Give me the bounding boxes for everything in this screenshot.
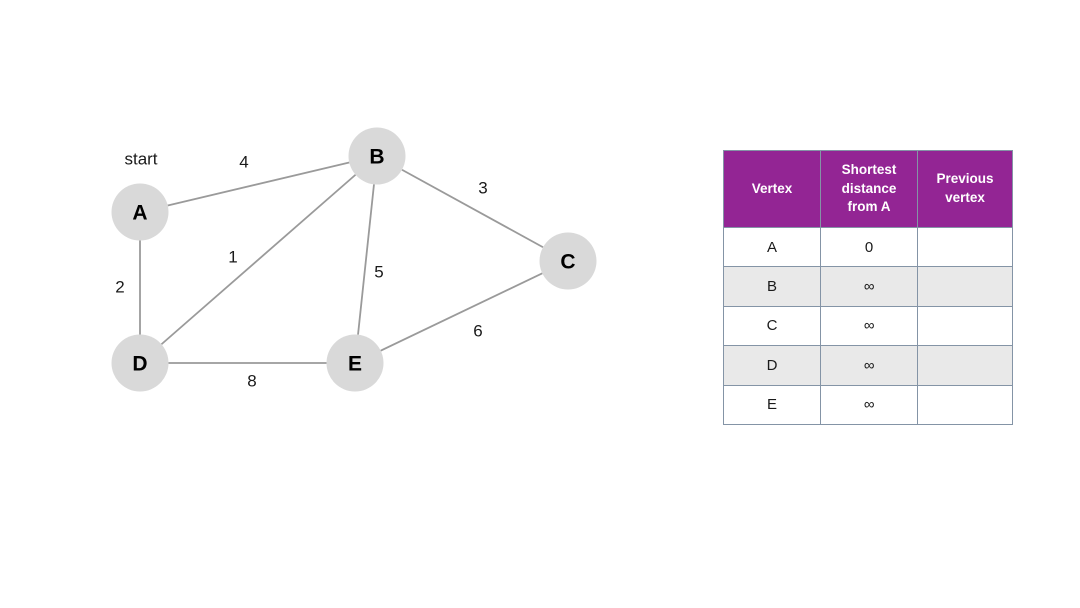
cell-distance-b: ∞ (820, 266, 918, 307)
edge-weight-b-d: 1 (228, 248, 237, 267)
cell-previous-e (917, 384, 1013, 425)
node-circle-e (326, 334, 384, 392)
edge-weight-a-b: 4 (239, 153, 248, 172)
node-circle-a (111, 183, 169, 241)
graph-edge-b-d (160, 174, 357, 345)
table-row: B∞ (723, 266, 1013, 307)
node-circle-b (348, 127, 406, 185)
nodes-group: A B C D E (111, 127, 597, 392)
table-header-row: Vertex Shortest distance from A Previous… (723, 150, 1013, 228)
node-circle-c (539, 232, 597, 290)
column-header-vertex: Vertex (723, 150, 821, 228)
edge-weight-d-e: 8 (247, 372, 256, 391)
column-header-previous-vertex: Previous vertex (917, 150, 1013, 228)
graph-edge-a-b (167, 161, 350, 207)
graph-node-c[interactable]: C (539, 232, 597, 290)
cell-previous-a (917, 226, 1013, 268)
graph-node-b[interactable]: B (348, 127, 406, 185)
graph-edge-b-c (401, 168, 544, 249)
cell-vertex-e: E (723, 384, 821, 425)
table-row: E∞ (723, 384, 1013, 425)
graph-canvas: 4 2 1 5 3 6 8 A B C D E start (111, 127, 597, 392)
node-label-a: A (132, 202, 147, 225)
table-row: D∞ (723, 345, 1013, 386)
edge-weight-a-d: 2 (115, 278, 124, 297)
edges-group (139, 161, 544, 364)
graph-panel: 4 2 1 5 3 6 8 A B C D E start (111, 127, 597, 392)
table-row: C∞ (723, 305, 1013, 347)
cell-distance-a: 0 (820, 226, 918, 268)
edge-weight-b-e: 5 (374, 263, 383, 282)
node-label-c: C (560, 251, 575, 274)
cell-distance-d: ∞ (820, 345, 918, 386)
dijkstra-distance-table: Vertex Shortest distance from A Previous… (723, 150, 1013, 425)
edge-weight-c-e: 6 (473, 322, 482, 341)
graph-node-e[interactable]: E (326, 334, 384, 392)
cell-previous-c (917, 305, 1013, 347)
column-header-shortest-distance: Shortest distance from A (820, 150, 918, 228)
graph-node-d[interactable]: D (111, 334, 169, 392)
cell-vertex-b: B (723, 266, 821, 307)
cell-previous-b (917, 266, 1013, 307)
cell-vertex-c: C (723, 305, 821, 347)
edge-weights-group: 4 2 1 5 3 6 8 (115, 153, 487, 391)
cell-previous-d (917, 345, 1013, 386)
node-circle-d (111, 334, 169, 392)
table-header: Vertex Shortest distance from A Previous… (723, 150, 1013, 228)
node-label-e: E (348, 353, 362, 376)
edge-weight-b-c: 3 (478, 179, 487, 198)
start-label: start (124, 150, 157, 169)
graph-node-a[interactable]: A (111, 183, 169, 241)
graph-edge-b-e (357, 184, 375, 335)
node-label-b: B (369, 146, 384, 169)
graph-edge-c-e (380, 272, 543, 352)
cell-vertex-d: D (723, 345, 821, 386)
cell-vertex-a: A (723, 226, 821, 268)
cell-distance-c: ∞ (820, 305, 918, 347)
node-label-d: D (132, 353, 147, 376)
cell-distance-e: ∞ (820, 384, 918, 425)
